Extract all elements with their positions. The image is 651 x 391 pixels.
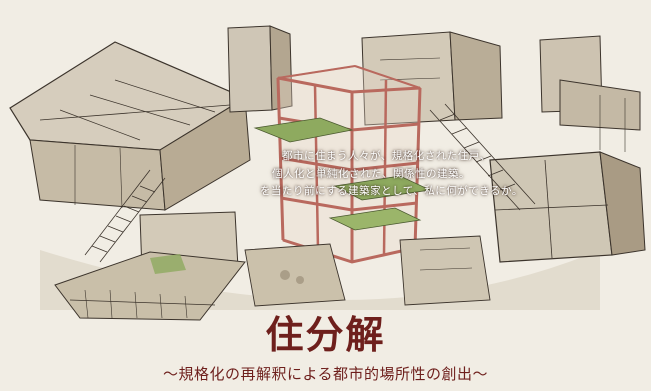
right-staircase	[429, 103, 536, 211]
poster-title: 住分解	[265, 312, 386, 357]
poster-subtitle: 〜規格化の再解釈による都市的場所性の創出〜	[162, 365, 489, 383]
left-staircase	[84, 169, 166, 263]
lower-left-building	[54, 211, 246, 321]
right-glass-box	[489, 151, 646, 263]
red-frame-structure	[276, 65, 422, 264]
gabled-roof-house	[9, 41, 251, 211]
tower-block	[227, 25, 293, 113]
green-platforms	[253, 117, 432, 231]
lower-courtyard	[244, 235, 491, 307]
